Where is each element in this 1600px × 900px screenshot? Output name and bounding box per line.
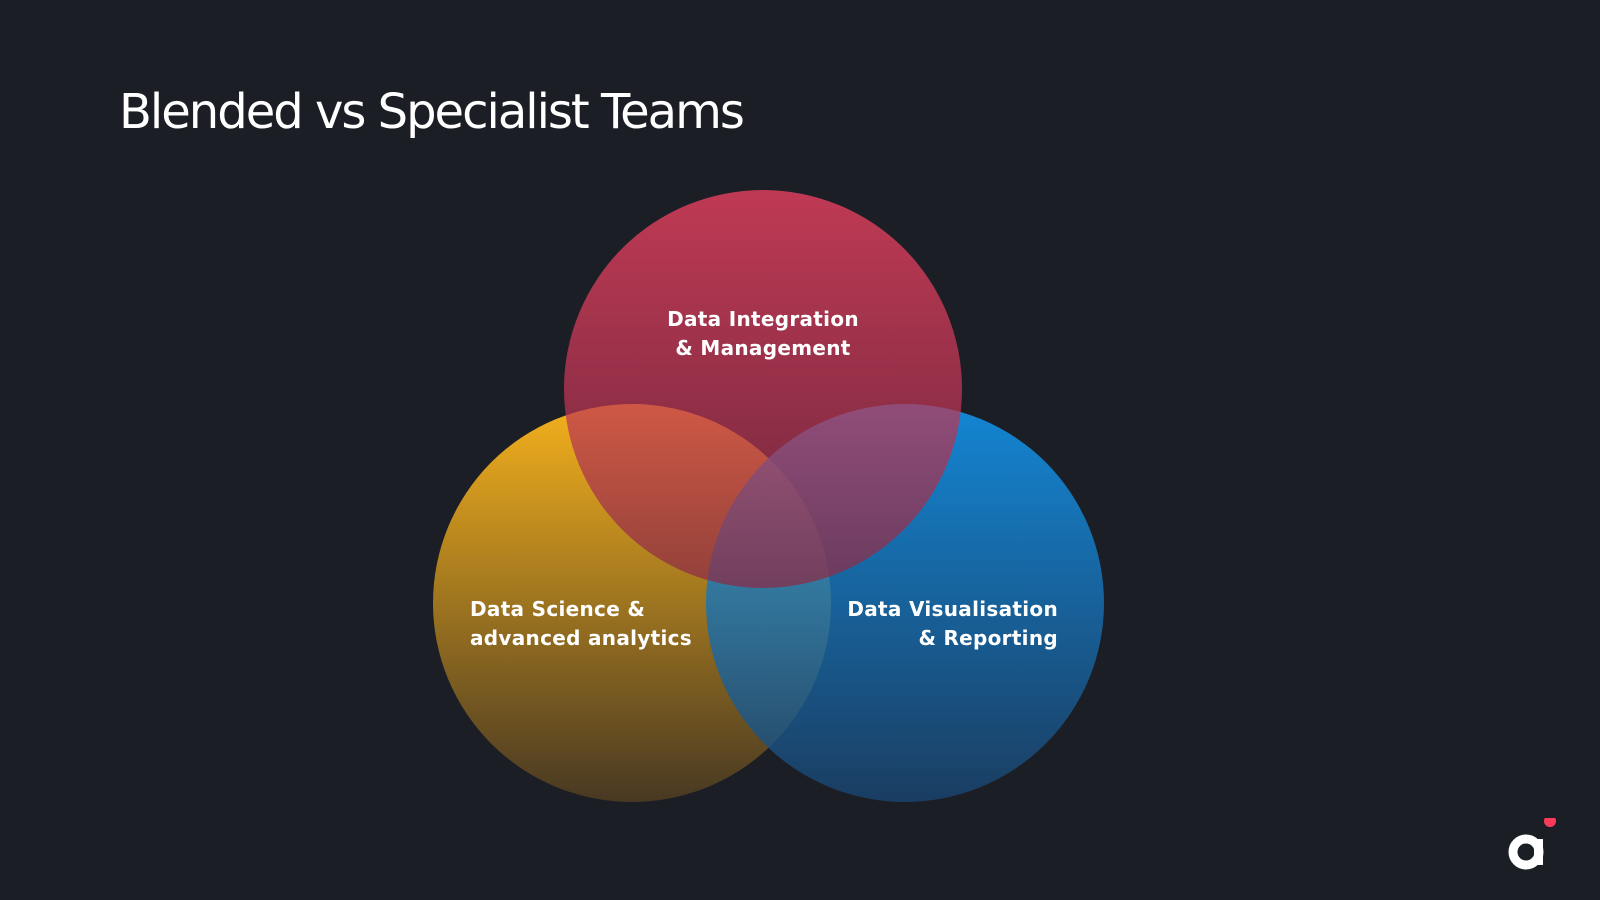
label-line: Data Visualisation <box>847 597 1058 621</box>
label-line: Data Integration <box>667 307 859 331</box>
label-line: & Management <box>675 336 851 360</box>
label-data-visualisation: Data Visualisation & Reporting <box>847 595 1058 653</box>
label-data-science: Data Science & advanced analytics <box>470 595 692 653</box>
label-data-integration: Data Integration & Management <box>667 305 859 363</box>
circle-data-integration <box>564 190 962 588</box>
label-line: Data Science & <box>470 597 646 621</box>
logo-dot <box>1544 818 1556 827</box>
page-title: Blended vs Specialist Teams <box>119 84 745 140</box>
brand-logo <box>1508 818 1556 870</box>
label-line: & Reporting <box>918 626 1058 650</box>
label-line: advanced analytics <box>470 626 692 650</box>
